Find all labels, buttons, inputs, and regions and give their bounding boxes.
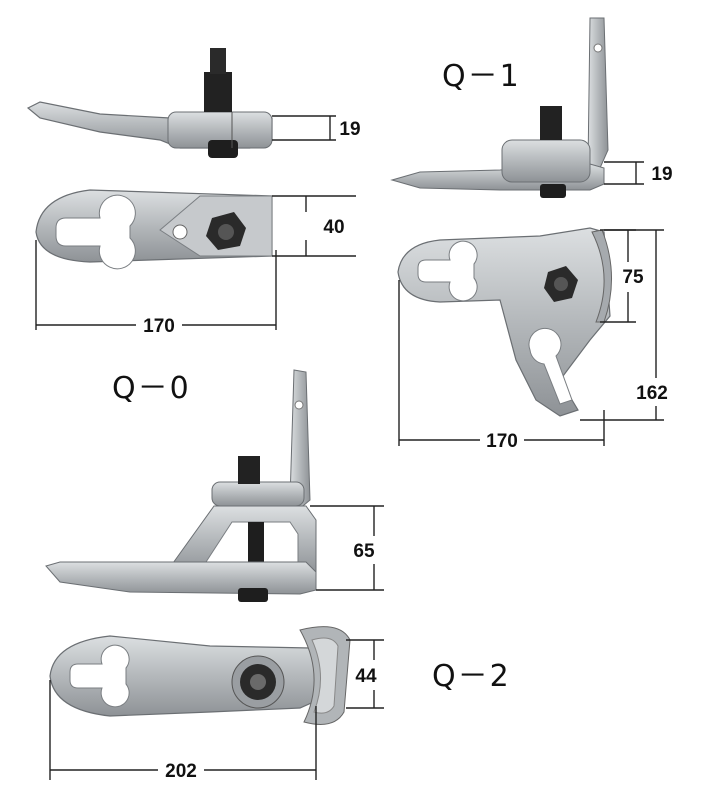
dimension-lines [35, 115, 664, 780]
q2-height-dim: 65 [353, 541, 375, 562]
q0-width-dim: 40 [323, 217, 344, 238]
q1-top-view [397, 227, 612, 417]
q1-length-dim: 170 [486, 431, 518, 452]
q2-width-dim: 44 [355, 666, 377, 687]
q2-top-view [49, 626, 351, 725]
q0-thickness-dim: 19 [339, 119, 360, 140]
q0-label: Q－0 [112, 371, 191, 406]
q1-label: Q－1 [442, 59, 521, 94]
q1-width-dim: 75 [622, 267, 644, 288]
q0-side-view [26, 48, 273, 158]
q1-height-dim: 162 [636, 383, 668, 404]
q1-thickness-dim: 19 [651, 164, 672, 185]
q0-length-dim: 170 [143, 316, 175, 337]
q1-side-view [390, 17, 609, 198]
q2-label: Q－2 [432, 659, 511, 694]
q0-top-view [35, 189, 273, 270]
q2-side-view [45, 369, 317, 602]
q2-length-dim: 202 [165, 761, 197, 782]
